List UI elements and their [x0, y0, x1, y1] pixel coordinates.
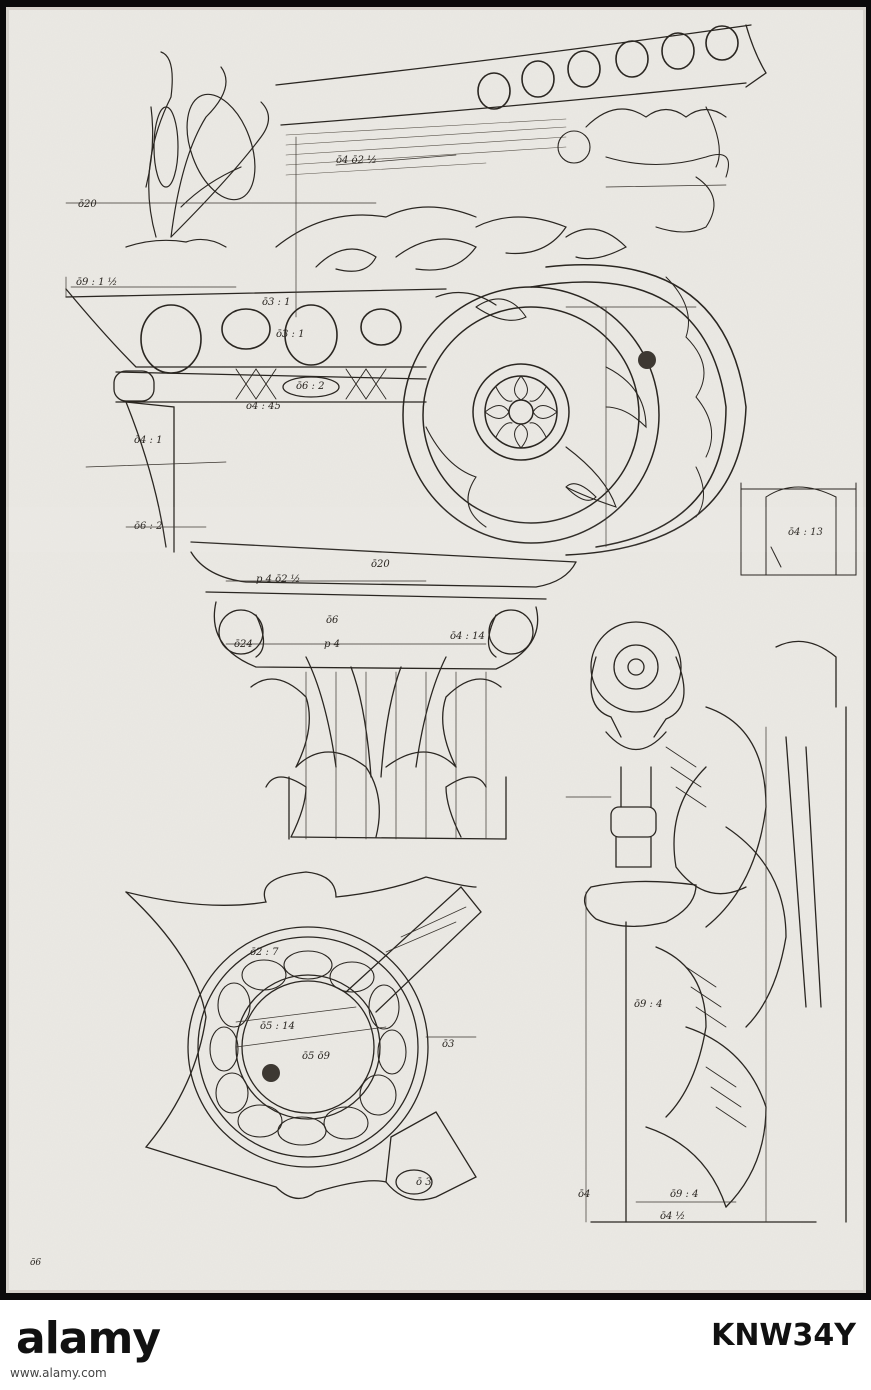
capital-drawing: ō20 ō4 ō2 ½ ō9 : 1 ½ ō3 : 1 ō3 : 1 ō6 : … [6, 7, 866, 1293]
annotation-text: ō6 [326, 615, 339, 626]
stock-image-id: KNW34Y [711, 1318, 856, 1353]
inventory-mark: ō6 [30, 1258, 41, 1268]
annotation-text: ō4 : 13 [788, 527, 823, 538]
annotation-text: ō4 : 14 [450, 631, 485, 642]
annotation-text: ō 3 [416, 1177, 432, 1188]
annotation-text: ō20 [371, 559, 390, 570]
annotation-text: ō20 [78, 199, 97, 210]
annotation-text: p 4 [324, 639, 340, 650]
alamy-watermark [6, 507, 866, 552]
large-capital [65, 24, 767, 556]
annotation-text: ō4 ½ [660, 1211, 685, 1222]
annotation-text: ō4 : 45 [246, 401, 281, 412]
annotation-text: p 4 ō2 ½ [256, 574, 300, 585]
capital-plan [125, 871, 482, 1201]
annotation-text: ō9 : 4 [634, 999, 662, 1010]
annotation-text: ō3 [442, 1039, 454, 1050]
annotation-text: ō24 [234, 639, 253, 650]
alamy-logo[interactable]: alamy [16, 1313, 161, 1364]
stock-footer [0, 1300, 871, 1390]
annotation-text: ō2 : 7 [250, 947, 279, 958]
annotation-text: ō6 : 2 [134, 521, 162, 532]
annotation-text: ō5 ō9 [302, 1051, 331, 1062]
annotation-text: ō4 : 1 [134, 435, 162, 446]
annotation-text: ō3 : 1 [262, 297, 290, 308]
annotation-text: ō9 : 1 ½ [76, 277, 117, 288]
annotation-text: ō9 : 4 [670, 1189, 698, 1200]
annotation-text: ō5 : 14 [260, 1021, 295, 1032]
annotation-text: ō4 ō2 ½ [336, 155, 377, 166]
annotation-text: ō3 : 1 [276, 329, 304, 340]
alamy-url[interactable]: www.alamy.com [10, 1366, 107, 1380]
annotation-text: ō6 : 2 [296, 381, 324, 392]
pilaster-capital [584, 621, 847, 1223]
annotation-text: ō4 [578, 1189, 590, 1200]
small-sketch [740, 482, 857, 576]
